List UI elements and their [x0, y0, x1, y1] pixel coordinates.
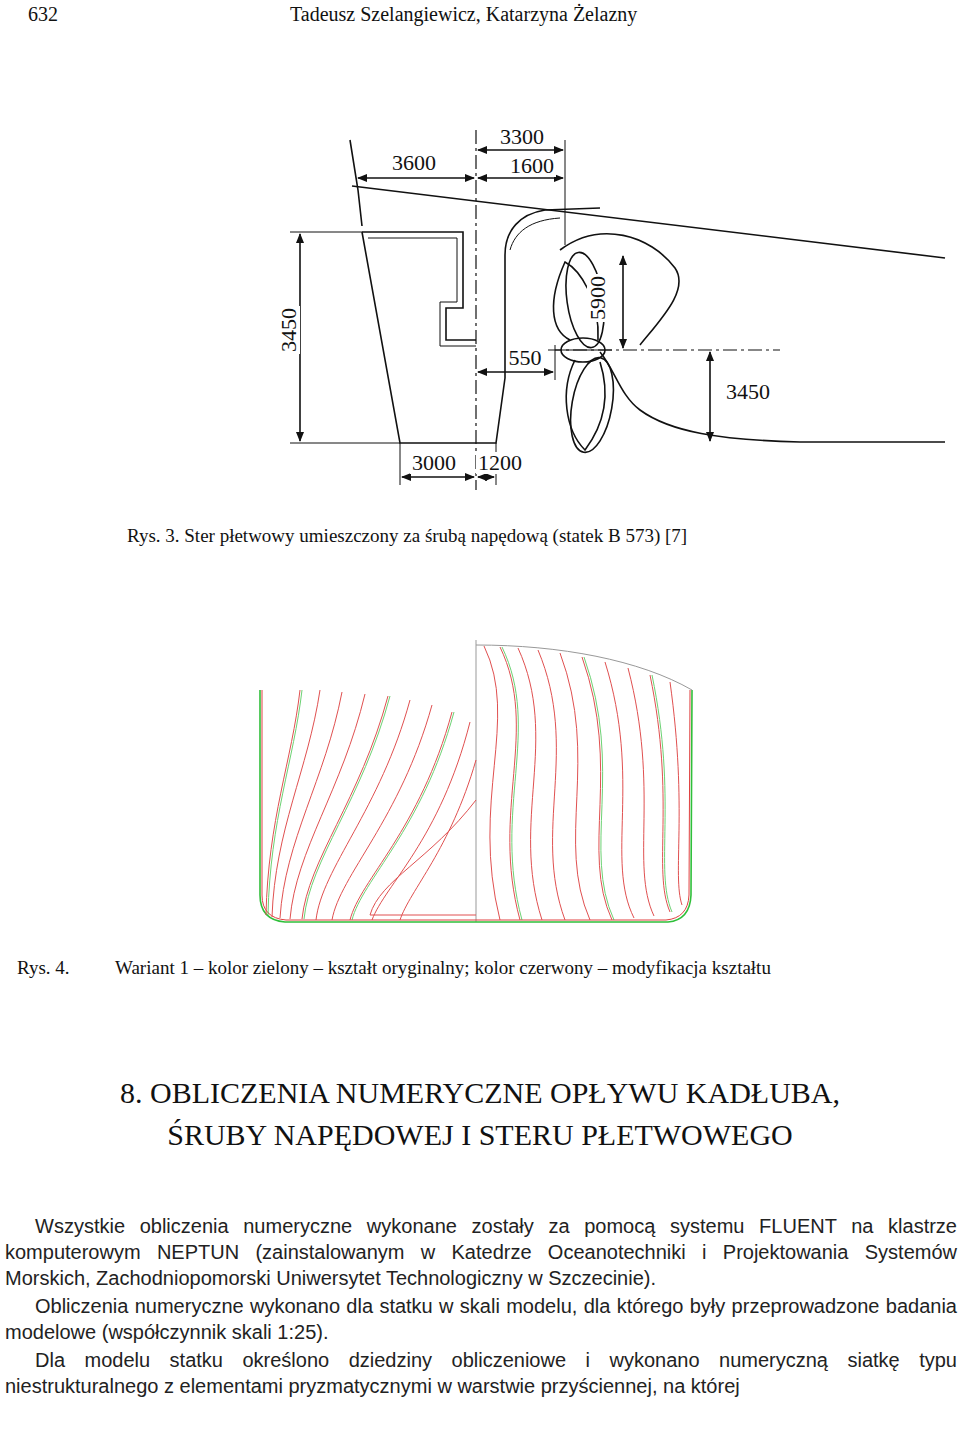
figure-caption: Rys. 3. Ster płetwowy umieszczony za śru…	[127, 525, 687, 547]
body-paragraph: Wszystkie obliczenia numeryczne wykonane…	[5, 1213, 957, 1291]
running-header: Tadeusz Szelangiewicz, Katarzyna Żelazny	[290, 3, 637, 26]
section-heading: 8. OBLICZENIA NUMERYCZNE OPŁYWU KADŁUBA,…	[100, 1072, 860, 1156]
figure-number: Rys. 4.	[17, 957, 70, 979]
page-number: 632	[28, 3, 58, 26]
body-paragraph: Dla modelu statku określono dziedziny ob…	[5, 1347, 957, 1399]
dimension: 3300	[498, 126, 546, 148]
body-plan-drawing	[260, 640, 692, 922]
body-text: Wszystkie obliczenia numeryczne wykonane…	[5, 1213, 957, 1401]
dimension: 3000	[410, 452, 458, 474]
dimension: 1200	[476, 452, 524, 474]
dimension: 3450	[278, 306, 300, 354]
dimension: 3450	[724, 381, 772, 403]
rudder-drawing	[290, 130, 945, 490]
dimension: 3600	[390, 152, 438, 174]
dimension: 1600	[508, 155, 556, 177]
figure-caption: Wariant 1 – kolor zielony – kształt oryg…	[115, 957, 771, 979]
dimension: 550	[507, 347, 544, 369]
body-paragraph: Obliczenia numeryczne wykonano dla statk…	[5, 1293, 957, 1345]
dimension: 5900	[587, 274, 609, 322]
